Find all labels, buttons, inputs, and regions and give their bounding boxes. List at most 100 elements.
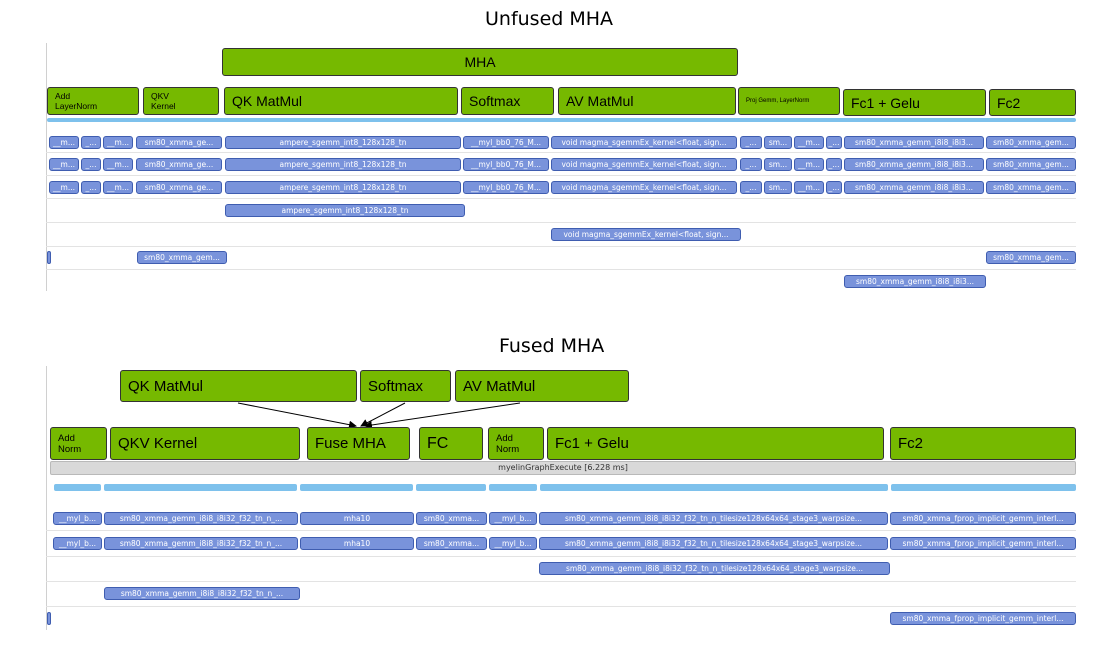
kernel-myl-b[interactable]: __myl_b... <box>489 512 537 525</box>
kernel-dash[interactable]: _... <box>81 181 101 194</box>
kernel-ampere[interactable]: ampere_sgemm_int8_128x128_tn <box>225 136 461 149</box>
kernel-sm80-ge[interactable]: sm80_xmma_ge... <box>136 136 222 149</box>
kernel-sm80-xmma[interactable]: sm80_xmma... <box>416 512 487 525</box>
kernel-mha10[interactable]: mha10 <box>300 537 414 550</box>
kernel-dash[interactable]: _... <box>81 158 101 171</box>
kernel-sm[interactable]: sm... <box>764 136 792 149</box>
op-qk-matmul[interactable]: QK MatMul <box>224 87 458 115</box>
kernel-gem[interactable]: sm80_xmma_gem... <box>986 158 1076 171</box>
kernel-sm[interactable]: sm... <box>764 181 792 194</box>
stream-segment[interactable] <box>416 484 486 491</box>
kernel-sm80-ge[interactable]: sm80_xmma_ge... <box>136 181 222 194</box>
op-qkv-kernel-label: QKV Kernel <box>118 435 198 452</box>
op-fc1-gelu-label: Fc1 + Gelu <box>851 94 920 111</box>
kernel-myl[interactable]: __myl_bb0_76_M... <box>463 181 549 194</box>
kernel-m[interactable]: __m... <box>794 181 824 194</box>
stream-segment[interactable] <box>489 484 537 491</box>
mha-range[interactable]: MHA <box>222 48 738 76</box>
kernel-sm80-n[interactable]: sm80_xmma_gemm_i8i8_i8i32_f32_tn_n_... <box>104 587 300 600</box>
kernel-myl-b[interactable]: __myl_b... <box>53 537 102 550</box>
kernel-myl-b[interactable]: __myl_b... <box>489 537 537 550</box>
kernel-dash[interactable]: _... <box>826 136 842 149</box>
op-fc[interactable]: FC <box>419 427 483 460</box>
op-fuse-mha[interactable]: Fuse MHA <box>307 427 410 460</box>
kernel-m[interactable]: __m... <box>49 181 79 194</box>
kernel-tile[interactable]: sm80_xmma_gemm_i8i8_i8i32_f32_tn_n_tiles… <box>539 537 888 550</box>
kernel-ampere[interactable]: ampere_sgemm_int8_128x128_tn <box>225 204 465 217</box>
kernel-xmma-gem[interactable]: sm80_xmma_gem... <box>137 251 227 264</box>
kernel-sm80-n[interactable]: sm80_xmma_gemm_i8i8_i8i32_f32_tn_n_... <box>104 537 298 550</box>
kernel-myl[interactable]: __myl_bb0_76_M... <box>463 136 549 149</box>
kernel-ampere[interactable]: ampere_sgemm_int8_128x128_tn <box>225 181 461 194</box>
kernel-m[interactable]: __m... <box>49 136 79 149</box>
op-add-norm-label: Add Norm <box>58 432 82 455</box>
kernel-m[interactable]: __m... <box>794 158 824 171</box>
op-qk-matmul-label: QK MatMul <box>232 93 303 109</box>
kernel-myl-b[interactable]: __myl_b... <box>53 512 102 525</box>
op-av-matmul[interactable]: AV MatMul <box>558 87 736 115</box>
kernel-m[interactable]: __m... <box>103 181 133 194</box>
callout-qk-matmul[interactable]: QK MatMul <box>120 370 357 402</box>
kernel-fprop[interactable]: sm80_xmma_fprop_implicit_gemm_interl... <box>890 612 1076 625</box>
unfused-stream-stripe <box>47 118 1076 122</box>
kernel-i8i3[interactable]: sm80_xmma_gemm_i8i8_i8i3... <box>844 158 984 171</box>
kernel-sm80-xmma[interactable]: sm80_xmma... <box>416 537 487 550</box>
kernel-magma[interactable]: void magma_sgemmEx_kernel<float, sign... <box>551 158 737 171</box>
kernel-dash[interactable]: _... <box>826 181 842 194</box>
kernel-fprop[interactable]: sm80_xmma_fprop_implicit_gemm_interl... <box>890 512 1076 525</box>
op-qkv-kernel[interactable]: QKV Kernel <box>143 87 219 115</box>
row-divider <box>46 246 1076 247</box>
kernel-ampere[interactable]: ampere_sgemm_int8_128x128_tn <box>225 158 461 171</box>
kernel-m[interactable]: __m... <box>49 158 79 171</box>
op-proj-gemm[interactable]: Proj Gemm, LayerNorm <box>738 87 840 115</box>
kernel-magma[interactable]: void magma_sgemmEx_kernel<float, sign... <box>551 136 737 149</box>
kernel-sm80-n[interactable]: sm80_xmma_gemm_i8i8_i8i32_f32_tn_n_... <box>104 512 298 525</box>
kernel-dash[interactable]: _... <box>740 158 762 171</box>
fused-timeline[interactable] <box>46 366 1077 630</box>
callout-qk-matmul-label: QK MatMul <box>128 377 204 395</box>
kernel-gem[interactable]: sm80_xmma_gem... <box>986 136 1076 149</box>
stream-segment[interactable] <box>891 484 1076 491</box>
kernel-dash[interactable]: _... <box>740 181 762 194</box>
op-fc1-gelu[interactable]: Fc1 + Gelu <box>547 427 884 460</box>
kernel-gem[interactable]: sm80_xmma_gem... <box>986 181 1076 194</box>
op-add-norm-2-label: Add Norm <box>496 432 520 455</box>
kernel-sliver[interactable] <box>47 251 51 264</box>
kernel-magma[interactable]: void magma_sgemmEx_kernel<float, sign... <box>551 228 741 241</box>
kernel-m[interactable]: __m... <box>794 136 824 149</box>
kernel-mha10[interactable]: mha10 <box>300 512 414 525</box>
op-fc1-gelu[interactable]: Fc1 + Gelu <box>843 89 986 116</box>
kernel-i8i3[interactable]: sm80_xmma_gemm_i8i8_i8i3... <box>844 275 986 288</box>
kernel-gem[interactable]: sm80_xmma_gem... <box>986 251 1076 264</box>
kernel-fprop[interactable]: sm80_xmma_fprop_implicit_gemm_interl... <box>890 537 1076 550</box>
kernel-dash[interactable]: _... <box>81 136 101 149</box>
stream-segment[interactable] <box>300 484 413 491</box>
kernel-myl[interactable]: __myl_bb0_76_M... <box>463 158 549 171</box>
stream-segment[interactable] <box>540 484 888 491</box>
kernel-m[interactable]: __m... <box>103 136 133 149</box>
kernel-sm[interactable]: sm... <box>764 158 792 171</box>
op-softmax[interactable]: Softmax <box>461 87 554 115</box>
op-fc2[interactable]: Fc2 <box>989 89 1076 116</box>
kernel-tile[interactable]: sm80_xmma_gemm_i8i8_i8i32_f32_tn_n_tiles… <box>539 512 888 525</box>
kernel-i8i3[interactable]: sm80_xmma_gemm_i8i8_i8i3... <box>844 181 984 194</box>
stream-segment[interactable] <box>104 484 297 491</box>
kernel-magma[interactable]: void magma_sgemmEx_kernel<float, sign... <box>551 181 737 194</box>
op-add-norm[interactable]: Add Norm <box>50 427 107 460</box>
graph-execute-bar[interactable]: myelinGraphExecute [6.228 ms] <box>50 461 1076 475</box>
kernel-dash[interactable]: _... <box>826 158 842 171</box>
op-add-layernorm[interactable]: Add LayerNorm <box>47 87 139 115</box>
op-add-norm-2[interactable]: Add Norm <box>488 427 544 460</box>
kernel-m[interactable]: __m... <box>103 158 133 171</box>
callout-av-matmul[interactable]: AV MatMul <box>455 370 629 402</box>
kernel-sm80-ge[interactable]: sm80_xmma_ge... <box>136 158 222 171</box>
callout-softmax[interactable]: Softmax <box>360 370 451 402</box>
stream-segment[interactable] <box>54 484 101 491</box>
kernel-tile[interactable]: sm80_xmma_gemm_i8i8_i8i32_f32_tn_n_tiles… <box>539 562 890 575</box>
op-qkv-kernel[interactable]: QKV Kernel <box>110 427 300 460</box>
callout-softmax-label: Softmax <box>368 377 424 395</box>
op-fc2[interactable]: Fc2 <box>890 427 1076 460</box>
kernel-dash[interactable]: _... <box>740 136 762 149</box>
kernel-sliver[interactable] <box>47 612 51 625</box>
kernel-i8i3[interactable]: sm80_xmma_gemm_i8i8_i8i3... <box>844 136 984 149</box>
